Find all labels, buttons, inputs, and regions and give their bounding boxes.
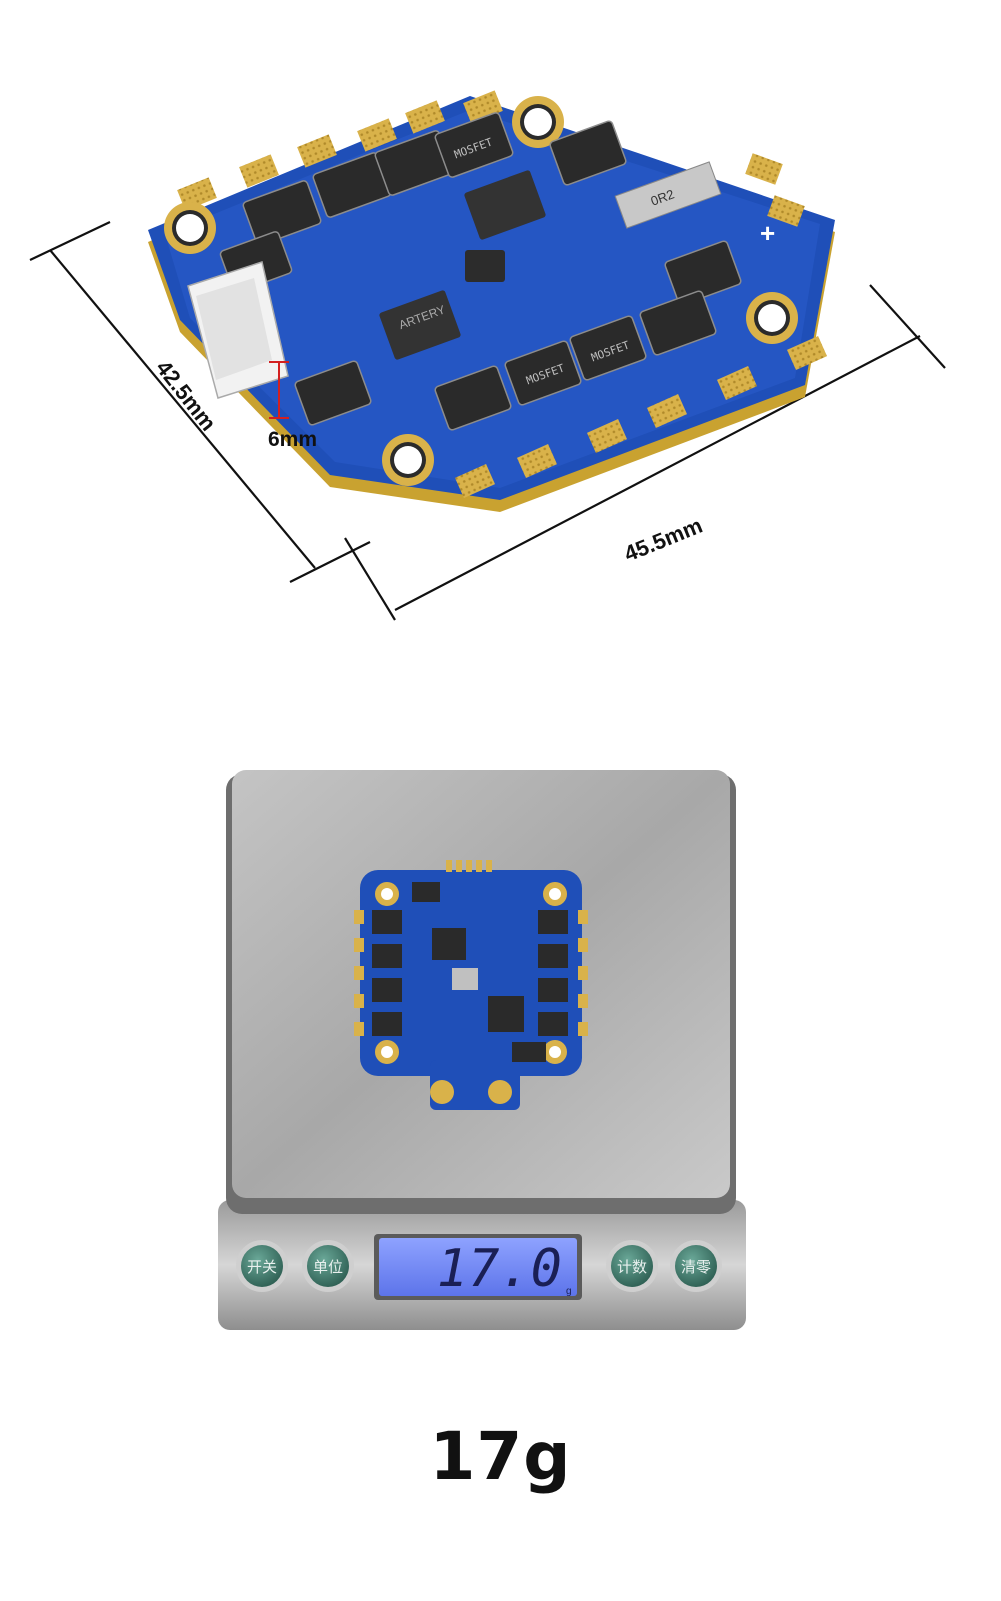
power-button-label: 开关 [247, 1258, 277, 1276]
count-button[interactable]: 计数 [606, 1240, 658, 1292]
polarity-mark: + [760, 218, 775, 248]
mcu-chips: ARTERY [379, 170, 546, 360]
current-shunt: 0R2 [614, 161, 722, 229]
count-button-label: 计数 [617, 1258, 647, 1276]
depth-dimension-lines [29, 221, 371, 583]
unit-button-label: 单位 [313, 1258, 343, 1276]
tare-button-label: 清零 [681, 1258, 711, 1276]
scale-display: 17.0 g [374, 1234, 582, 1300]
height-label: 6mm [268, 428, 317, 451]
dimension-illustration: MOSFET MOSFET MOSFET ARTERY 0R2 + 6mm 42… [0, 0, 1001, 660]
esc-board-drawing: MOSFET MOSFET MOSFET ARTERY 0R2 + 6mm 42… [29, 90, 946, 621]
power-button[interactable]: 开关 [236, 1240, 288, 1292]
display-reading: 17.0 [437, 1239, 562, 1299]
weight-caption: 17g [429, 1418, 572, 1495]
mounting-holes [164, 96, 798, 486]
height-marker [269, 361, 289, 419]
esc-board-on-scale [354, 860, 588, 1110]
tare-button[interactable]: 清零 [670, 1240, 722, 1292]
mosfet-chips [219, 112, 742, 431]
scale-buttons: 开关 单位 计数 清零 [236, 1240, 722, 1292]
scale-drawing: 开关 单位 计数 清零 17.0 g [218, 770, 746, 1330]
width-label: 45.5mm [621, 513, 706, 567]
width-dimension-lines [344, 284, 946, 621]
display-unit: g [566, 1286, 572, 1297]
pcb-board: MOSFET MOSFET MOSFET ARTERY 0R2 + [148, 90, 835, 512]
connector [187, 261, 289, 399]
unit-button[interactable]: 单位 [302, 1240, 354, 1292]
weighing-scale-illustration: 开关 单位 计数 清零 17.0 g [0, 760, 1001, 1380]
